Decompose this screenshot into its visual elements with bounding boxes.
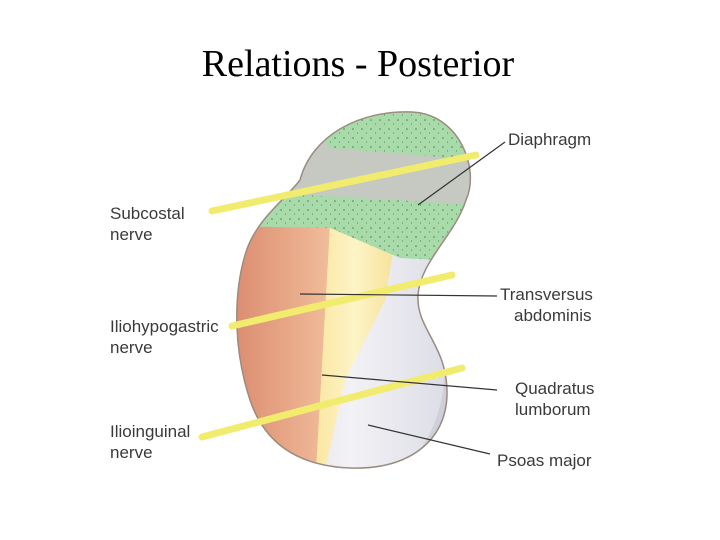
- ilioinguinal-nerve: [198, 364, 466, 441]
- subcostal-nerve-label: Subcostal nerve: [110, 203, 185, 245]
- subcostal-label-line1: Subcostal: [110, 204, 185, 223]
- diaphragm-leader: [417, 141, 506, 206]
- ilioinguinal-label-line2: nerve: [110, 443, 153, 462]
- psoas-leader: [367, 424, 491, 455]
- ilioinguinal-nerve-label: Ilioinguinal nerve: [110, 421, 190, 463]
- subcostal-nerve: [208, 151, 480, 215]
- iliohypogastric-nerve-label: Iliohypogastric nerve: [110, 316, 219, 358]
- quadratus-lumborum-label: Quadratus lumborum: [515, 378, 594, 420]
- diaphragm-dotted-band: [236, 190, 471, 262]
- transversus-abdominis-label: Transversus abdominis: [500, 284, 593, 326]
- diaphragm-label-line1: Diaphragm: [508, 130, 592, 149]
- psoas-major-label: Psoas major: [497, 450, 591, 471]
- iliohypogastric-nerve: [228, 271, 456, 330]
- ilioinguinal-label-line1: Ilioinguinal: [110, 422, 191, 441]
- quadratus-lumborum-region: [316, 225, 395, 469]
- psoas-label-line1: Psoas major: [497, 451, 592, 470]
- quadratus-leader: [321, 374, 498, 391]
- subcostal-label-line2: nerve: [110, 225, 153, 244]
- slide-title: Relations - Posterior: [201, 43, 515, 85]
- quadratus-label-line1: Quadratus: [515, 379, 595, 398]
- iliohypogastric-label-line2: nerve: [110, 338, 153, 357]
- transversus-label-line2: abdominis: [514, 306, 592, 325]
- diaphragm-label: Diaphragm: [508, 129, 591, 150]
- kidney-outline: [236, 111, 471, 469]
- iliohypogastric-label-line1: Iliohypogastric: [110, 317, 219, 336]
- transversus-label-line1: Transversus: [500, 285, 593, 304]
- transversus-abdominis-region: [236, 225, 330, 469]
- transversus-leader: [299, 293, 498, 297]
- quadratus-label-line2: lumborum: [515, 400, 591, 419]
